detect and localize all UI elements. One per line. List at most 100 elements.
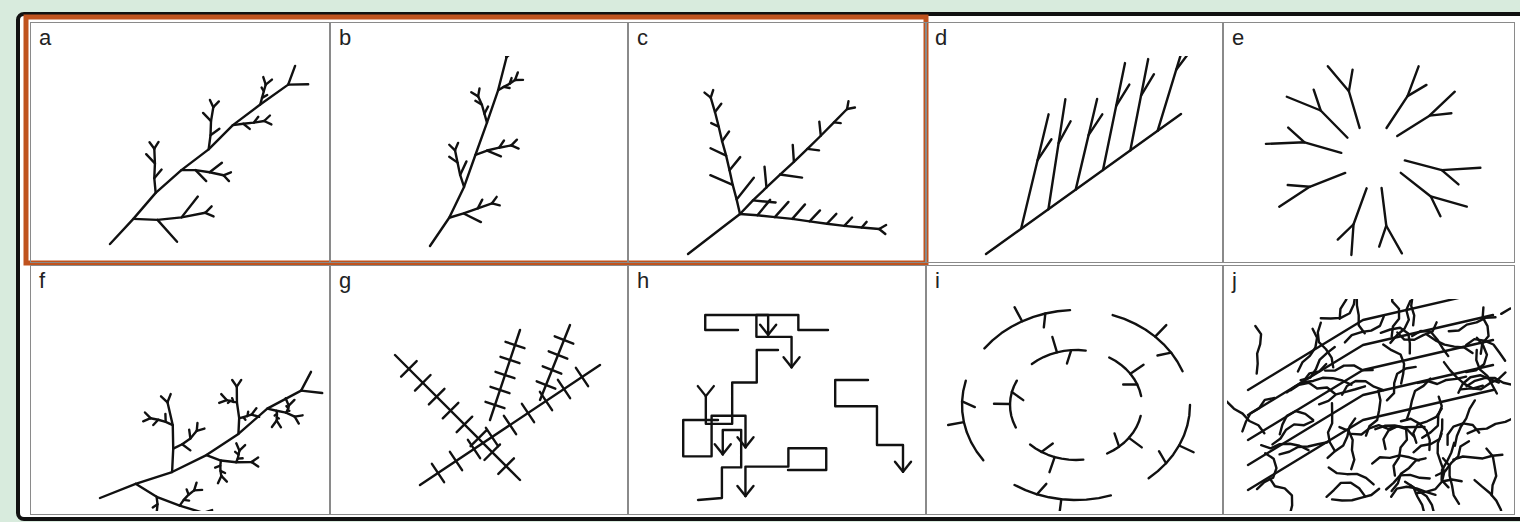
stream-line <box>203 510 212 511</box>
stream-line <box>1382 188 1402 254</box>
stream-network <box>688 90 886 254</box>
stream-line <box>715 444 723 454</box>
stream-line <box>738 437 746 447</box>
stream-line <box>746 437 754 447</box>
pattern-panel: a <box>30 22 330 263</box>
highlight-box <box>26 17 926 263</box>
stream-line <box>237 387 239 434</box>
stream-line <box>576 368 588 386</box>
stream-line <box>793 145 794 162</box>
stream-line <box>1155 325 1166 337</box>
panel-letter: c <box>637 25 648 51</box>
stream-line <box>1392 299 1399 337</box>
stream-line <box>1448 423 1480 444</box>
stream-line <box>1107 416 1141 454</box>
stream-line <box>1351 188 1366 255</box>
stream-line <box>688 214 740 254</box>
stream-line <box>1453 455 1502 460</box>
stream-line <box>1248 390 1493 490</box>
stream-line <box>267 409 294 417</box>
stream-line <box>301 391 322 393</box>
stream-line <box>1387 66 1419 128</box>
stream-line <box>154 149 155 193</box>
stream-line <box>1383 426 1413 449</box>
stream-line <box>1266 142 1341 153</box>
stream-network <box>1266 66 1480 255</box>
stream-line <box>1476 350 1497 394</box>
stream-line <box>537 381 556 388</box>
stream-line <box>844 218 852 226</box>
stream-line <box>1129 438 1142 448</box>
stream-line <box>1314 90 1321 111</box>
stream-line <box>1059 121 1071 143</box>
stream-line <box>173 431 197 449</box>
stream-line <box>962 381 983 461</box>
stream-line <box>1158 56 1189 131</box>
stream-network <box>100 372 322 511</box>
stream-line <box>478 88 479 96</box>
stream-line <box>1048 99 1065 209</box>
stream-line <box>210 163 222 172</box>
stream-line <box>1149 405 1190 478</box>
stream-line <box>948 422 964 425</box>
outer-frame <box>18 14 1520 519</box>
stream-network <box>986 56 1191 254</box>
stream-line <box>1067 350 1071 363</box>
stream-line <box>1481 307 1489 353</box>
stream-line <box>1501 305 1511 314</box>
stream-line <box>1442 170 1459 184</box>
stream-line <box>710 175 732 185</box>
stream-line <box>203 113 211 121</box>
stream-line <box>475 145 511 154</box>
stream-line <box>1329 467 1374 484</box>
stream-line <box>549 351 568 358</box>
stream-line <box>1015 485 1111 500</box>
stream-line <box>683 416 745 457</box>
stream-line <box>810 210 820 221</box>
stream-line <box>288 83 308 86</box>
stream-line <box>1349 70 1353 92</box>
stream-line <box>1408 85 1427 96</box>
stream-line <box>1042 444 1053 452</box>
stream-line <box>491 387 510 393</box>
stream-line <box>711 98 740 214</box>
stream-line <box>1037 484 1046 494</box>
stream-network <box>110 66 308 244</box>
stream-line <box>765 167 767 188</box>
stream-line <box>239 415 251 418</box>
stream-line <box>133 213 205 220</box>
panel-letter: j <box>1232 268 1237 294</box>
stream-line <box>395 355 520 480</box>
stream-line <box>1411 299 1417 325</box>
panel-letter: e <box>1232 25 1244 51</box>
stream-line <box>745 448 826 496</box>
stream-line <box>1076 99 1097 190</box>
stream-line <box>209 107 214 149</box>
stream-line <box>100 391 301 498</box>
stream-line <box>555 336 574 343</box>
stream-line <box>167 394 170 402</box>
stream-line <box>1038 139 1052 160</box>
stream-network <box>948 307 1193 511</box>
stream-line <box>827 214 836 224</box>
stream-line <box>501 357 520 363</box>
stream-line <box>1401 419 1430 450</box>
stream-line <box>401 361 417 377</box>
stream-line <box>464 213 481 222</box>
stream-line <box>1379 226 1386 247</box>
stream-line <box>136 484 204 511</box>
stream-line <box>722 132 729 142</box>
stream-line <box>1392 458 1426 491</box>
stream-line <box>757 200 770 215</box>
stream-network <box>683 315 911 500</box>
stream-line <box>1338 224 1354 239</box>
panel-letter: g <box>339 268 351 294</box>
stream-line <box>1116 85 1129 106</box>
stream-line <box>110 85 288 244</box>
stream-line <box>1179 445 1193 452</box>
stream-line <box>468 440 480 458</box>
stream-line <box>522 404 534 422</box>
stream-line <box>420 365 600 485</box>
stream-line <box>730 157 741 170</box>
